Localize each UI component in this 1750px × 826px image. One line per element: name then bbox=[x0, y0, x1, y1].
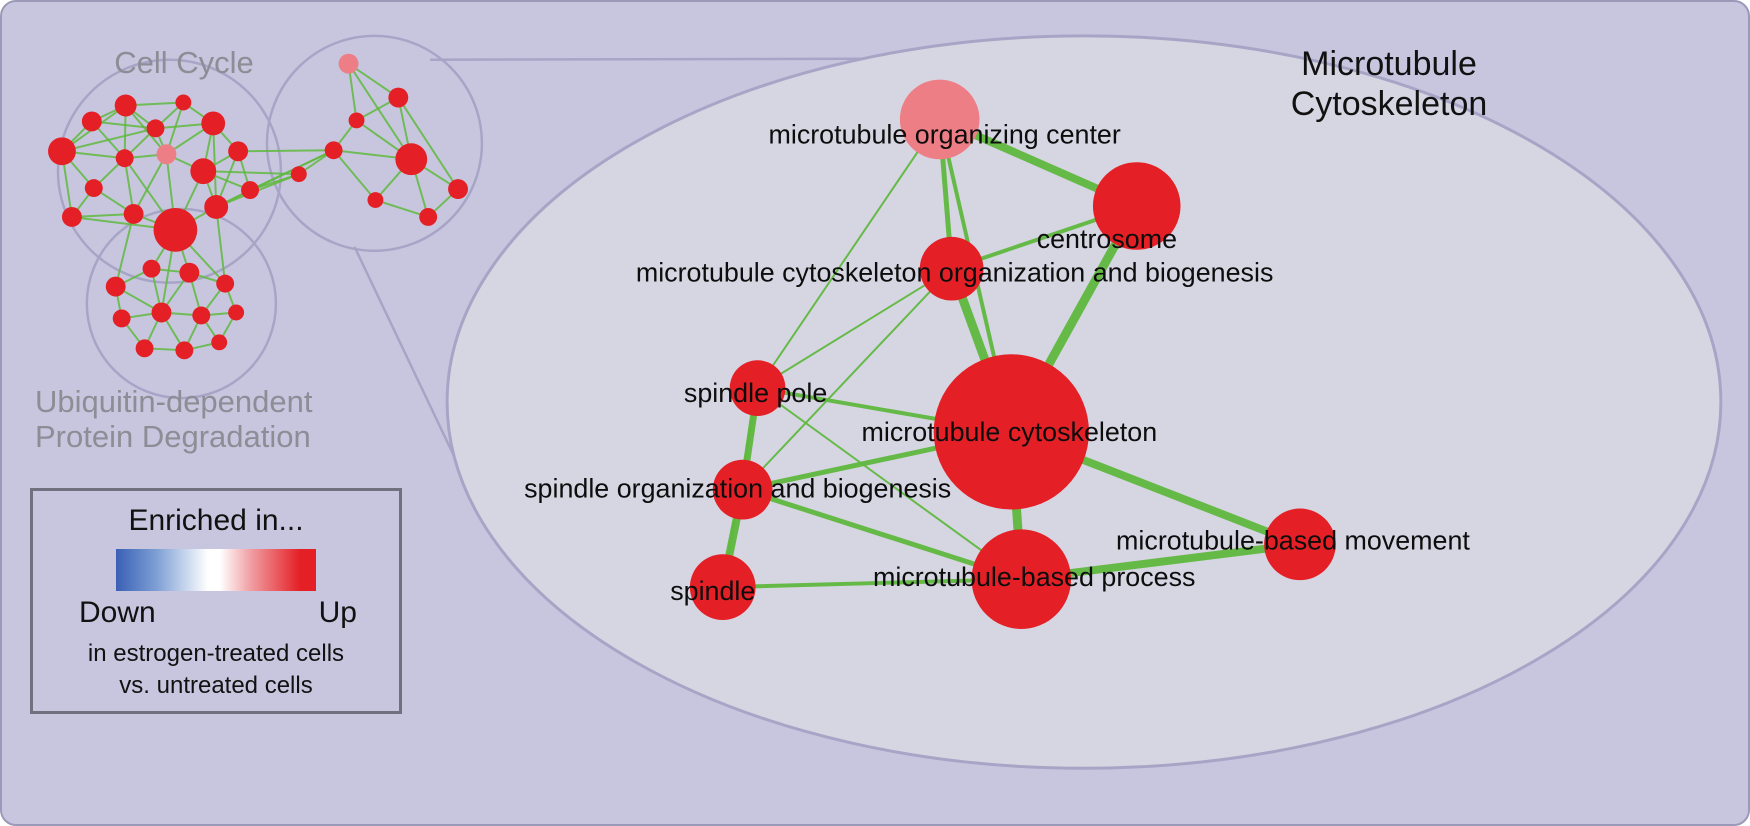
detail-node-label-org: microtubule cytoskeleton organization an… bbox=[636, 258, 1274, 288]
legend-caption-line1: in estrogen-treated cells bbox=[87, 640, 345, 667]
overview-edge-c13-u1 bbox=[114, 213, 135, 287]
overview-node-c15 bbox=[204, 195, 229, 219]
overview-node-c10 bbox=[115, 149, 134, 168]
overview-edge-m2-m6 bbox=[397, 96, 459, 190]
overview-node-c9 bbox=[190, 158, 217, 185]
legend-up-label: Up bbox=[318, 596, 357, 629]
overview-edge-m1-m5 bbox=[347, 63, 413, 160]
overview-node-c14 bbox=[153, 207, 198, 252]
overview-edge-c7-m4 bbox=[238, 149, 334, 153]
legend-title: Enriched in... bbox=[128, 504, 304, 537]
overview-node-u1 bbox=[105, 276, 126, 297]
detail-node-label-cytoskeleton: microtubule cytoskeleton bbox=[862, 417, 1158, 447]
overview-node-c1 bbox=[48, 137, 76, 166]
detail-node-label-spindle_pole: spindle pole bbox=[684, 378, 827, 408]
overview-edge-c12-c13 bbox=[71, 212, 134, 218]
overview-node-c8 bbox=[156, 144, 177, 165]
detail-node-label-centrosome: centrosome bbox=[1037, 224, 1177, 254]
legend-caption-line2: vs. untreated cells bbox=[119, 671, 313, 699]
detail-node-org bbox=[919, 236, 984, 301]
detail-node-label-spindle: spindle bbox=[670, 576, 755, 606]
overview-node-m1 bbox=[338, 53, 359, 74]
detail-node-cytoskeleton bbox=[933, 354, 1089, 510]
detail-node-centrosome bbox=[1092, 162, 1181, 250]
overview-node-u5 bbox=[112, 309, 131, 328]
overview-node-c2 bbox=[81, 111, 102, 132]
overview-node-m7 bbox=[367, 192, 384, 208]
overview-node-m3 bbox=[348, 112, 365, 129]
overview-node-m9 bbox=[290, 166, 307, 183]
detail-edge-org-spindle_org bbox=[741, 268, 953, 491]
overview-node-u6 bbox=[151, 302, 172, 323]
detail-node-spindle_pole bbox=[729, 360, 786, 416]
detail-node-label-moc: microtubule organizing center bbox=[768, 119, 1120, 149]
overview-edge-c15-u4 bbox=[215, 206, 227, 284]
overview-node-c7 bbox=[228, 141, 249, 162]
overview-node-u7 bbox=[192, 306, 211, 325]
overview-node-c11 bbox=[84, 179, 103, 198]
overview-node-u8 bbox=[228, 304, 245, 321]
legend-down-label: Down bbox=[79, 596, 156, 629]
detail-edge-org-spindle_pole bbox=[757, 267, 953, 389]
overview-node-c4 bbox=[146, 119, 165, 138]
overview-node-c6 bbox=[201, 111, 226, 136]
overview-node-c16 bbox=[241, 181, 259, 200]
legend: Enriched in... Down Up in estrogen-treat… bbox=[30, 488, 402, 714]
legend-caption: in estrogen-treated cells vs. untreated … bbox=[33, 638, 399, 701]
overview-edge-m7-m8 bbox=[375, 199, 429, 218]
detail-edge-moc-spindle_pole bbox=[756, 118, 941, 389]
detail-node-spindle_org bbox=[712, 459, 773, 520]
overview-edge-c9-m9 bbox=[203, 170, 299, 176]
detail-node-spindle bbox=[689, 554, 756, 620]
cluster-circle-microtubule bbox=[265, 34, 484, 253]
detail-node-label-spindle_org: spindle organization and biogenesis bbox=[524, 474, 951, 504]
overview-node-u10 bbox=[175, 341, 194, 360]
overview-node-m4 bbox=[324, 141, 343, 160]
overview-node-m5 bbox=[395, 143, 428, 176]
overview-node-u9 bbox=[135, 339, 154, 358]
detail-node-process bbox=[971, 529, 1072, 629]
detail-node-label-movement: microtubule-based movement bbox=[1116, 525, 1470, 555]
overview-node-m6 bbox=[448, 179, 468, 200]
overview-node-c12 bbox=[61, 207, 82, 227]
detail-edge-spindle-process bbox=[722, 577, 1022, 590]
detail-edge-spindle_pole-process bbox=[756, 387, 1022, 580]
detail-node-moc bbox=[899, 79, 980, 160]
overview-node-c13 bbox=[123, 204, 144, 224]
overview-node-u11 bbox=[211, 334, 228, 351]
overview-node-c3 bbox=[114, 94, 137, 117]
overview-node-m2 bbox=[388, 87, 409, 108]
cluster-circle-cell-cycle bbox=[56, 58, 283, 284]
overview-node-u4 bbox=[216, 274, 235, 293]
detail-node-movement bbox=[1264, 508, 1336, 581]
overview-node-c5 bbox=[175, 94, 192, 111]
detail-node-label-process: microtubule-based process bbox=[873, 562, 1195, 592]
overview-edge-m1-m2 bbox=[348, 62, 399, 99]
overview-edge-c8-c13 bbox=[132, 153, 168, 215]
legend-downup-row: Down Up bbox=[33, 596, 399, 630]
overview-node-m8 bbox=[419, 207, 438, 226]
legend-gradient-bar bbox=[116, 549, 316, 591]
overview-node-u3 bbox=[179, 262, 200, 283]
overview-edge-c15-m4 bbox=[215, 149, 335, 208]
overview-edge-m4-m7 bbox=[332, 149, 377, 201]
zoom-connector-line-1 bbox=[430, 57, 861, 61]
overview-node-u2 bbox=[142, 259, 161, 278]
